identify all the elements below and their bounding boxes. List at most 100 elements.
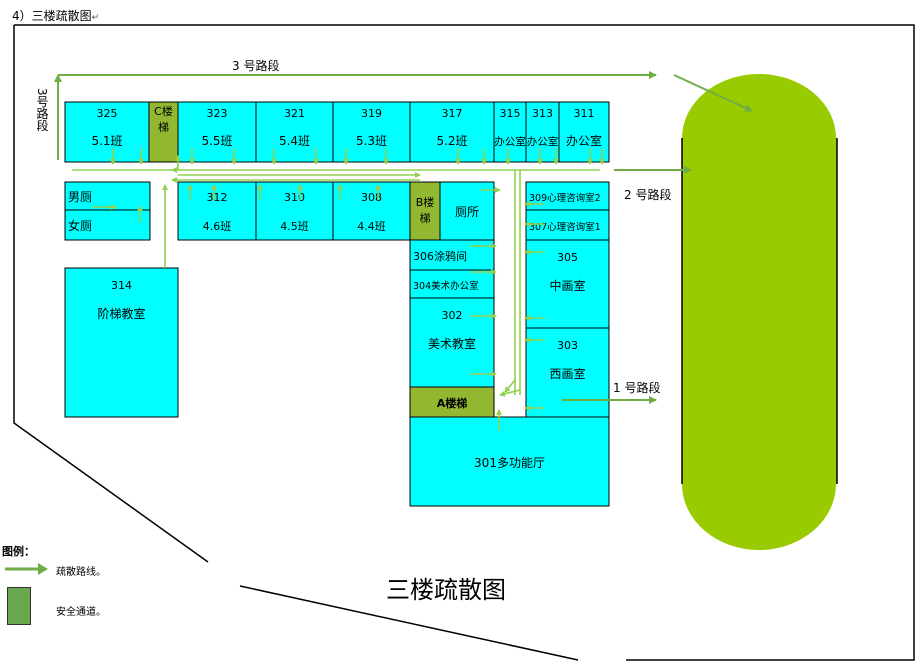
room-men: 男厕 xyxy=(64,181,151,211)
room-label: 美术教室 xyxy=(428,336,476,351)
room-label: 办公室 xyxy=(494,135,526,148)
room-label: 女厕 xyxy=(68,218,92,233)
room-312: 312 4.6班 xyxy=(177,181,257,241)
road-3-label: 3 号路段 xyxy=(232,59,280,73)
road-1-label: 1 号路段 xyxy=(613,381,661,395)
room-307: 307心理咨询室1 xyxy=(525,209,610,241)
room-number: 315 xyxy=(500,107,521,120)
site-boundary xyxy=(13,24,915,661)
room-314: 314 阶梯教室 xyxy=(64,267,179,418)
room-box xyxy=(525,327,610,418)
to-a-stair-1 xyxy=(504,379,516,393)
room-a: A楼梯 xyxy=(409,386,495,418)
room-label: 4.4班 xyxy=(357,220,386,233)
room-308: 308 4.4班 xyxy=(332,181,411,241)
room-label: 304美术办公室 xyxy=(413,280,479,292)
room-label: 男厕 xyxy=(68,190,92,204)
room-b: B楼梯 xyxy=(409,181,441,241)
room-label: 5.1班 xyxy=(91,134,122,148)
room-321: 321 5.4班 xyxy=(255,101,334,163)
room-c: C楼梯 xyxy=(148,101,179,163)
room-label: 5.5班 xyxy=(201,134,232,148)
room-box xyxy=(64,101,150,163)
room-label: 中画室 xyxy=(549,278,585,293)
return-mark: ↵ xyxy=(91,13,100,23)
room-box xyxy=(409,297,495,388)
room-label: 309心理咨询室2 xyxy=(529,192,601,204)
room-number: 313 xyxy=(532,107,553,120)
room-number: 314 xyxy=(111,279,132,292)
room-label: 阶梯教室 xyxy=(97,306,145,321)
room-box xyxy=(493,101,527,163)
room-313: 313 办公室 xyxy=(525,101,560,163)
room-number: 321 xyxy=(284,107,305,120)
room-label: A楼梯 xyxy=(437,396,468,410)
room-box xyxy=(64,267,179,418)
stair-label-1: C楼 xyxy=(154,104,173,118)
legend-arrow-icon xyxy=(5,563,48,575)
room-label: 306涂鸦间 xyxy=(413,249,467,263)
room-number: 323 xyxy=(207,107,228,120)
room-box xyxy=(525,181,610,211)
stair-label-2: 梯 xyxy=(158,121,169,134)
room-302: 302 美术教室 xyxy=(409,297,495,388)
to-a-stair-2 xyxy=(499,389,521,397)
room-label: 5.3班 xyxy=(356,134,387,148)
room-311: 311 办公室 xyxy=(558,101,610,163)
room-box xyxy=(409,269,495,299)
room-box xyxy=(558,101,610,163)
map-title: 三楼疏散图 xyxy=(386,576,506,604)
room-box xyxy=(525,101,560,163)
room-label: 办公室 xyxy=(527,135,559,148)
room-number: 308 xyxy=(361,191,382,204)
room-number: 311 xyxy=(574,107,595,120)
room-304: 304美术办公室 xyxy=(409,269,495,299)
room-301: 301多功能厅 xyxy=(409,416,610,507)
room-label: 307心理咨询室1 xyxy=(529,221,601,233)
road-3-field-arrow xyxy=(673,74,753,112)
room-325: 325 5.1班 xyxy=(64,101,150,163)
room-number: 302 xyxy=(442,309,463,322)
room-toilet: 厕所 xyxy=(439,181,495,241)
legend-heading: 图例： xyxy=(2,545,35,558)
legend-safe-swatch xyxy=(7,587,31,625)
stair-label-2: 梯 xyxy=(420,212,431,225)
road-2-label: 2 号路段 xyxy=(624,188,672,202)
room-label: 301多功能厅 xyxy=(474,456,545,470)
room-label: 4.6班 xyxy=(203,220,232,233)
room-label: 西画室 xyxy=(549,366,585,381)
room-305: 305 中画室 xyxy=(525,239,610,329)
room-box xyxy=(409,416,610,507)
caption-text: 4）三楼疏散图 xyxy=(12,9,92,23)
room-number: 325 xyxy=(97,107,118,120)
room-306: 306涂鸦间 xyxy=(409,239,495,271)
room-label: 办公室 xyxy=(566,133,602,148)
room-303: 303 西画室 xyxy=(525,327,610,418)
room-label: 5.2班 xyxy=(436,134,467,148)
room-315: 315 办公室 xyxy=(493,101,527,163)
room-323: 323 5.5班 xyxy=(177,101,257,163)
room-number: 303 xyxy=(557,339,578,352)
header-caption: 4）三楼疏散图↵ xyxy=(12,7,99,24)
room-box xyxy=(439,181,495,241)
stair-label-1: B楼 xyxy=(416,195,435,209)
legend-route-label: 疏散路线。 xyxy=(56,567,106,578)
room-number: 305 xyxy=(557,251,578,264)
room-309: 309心理咨询室2 xyxy=(525,181,610,211)
room-label: 4.5班 xyxy=(280,220,309,233)
room-box xyxy=(64,181,151,211)
room-number: 312 xyxy=(207,191,228,204)
room-number: 319 xyxy=(361,107,382,120)
room-310: 310 4.5班 xyxy=(255,181,334,241)
legend-safe-label: 安全通道。 xyxy=(56,607,106,618)
playground-field xyxy=(681,74,838,550)
room-number: 310 xyxy=(284,191,305,204)
room-box xyxy=(409,181,441,241)
room-label: 5.4班 xyxy=(279,134,310,148)
room-box xyxy=(177,181,257,241)
room-box xyxy=(148,101,179,163)
room-women: 女厕 xyxy=(64,209,151,241)
